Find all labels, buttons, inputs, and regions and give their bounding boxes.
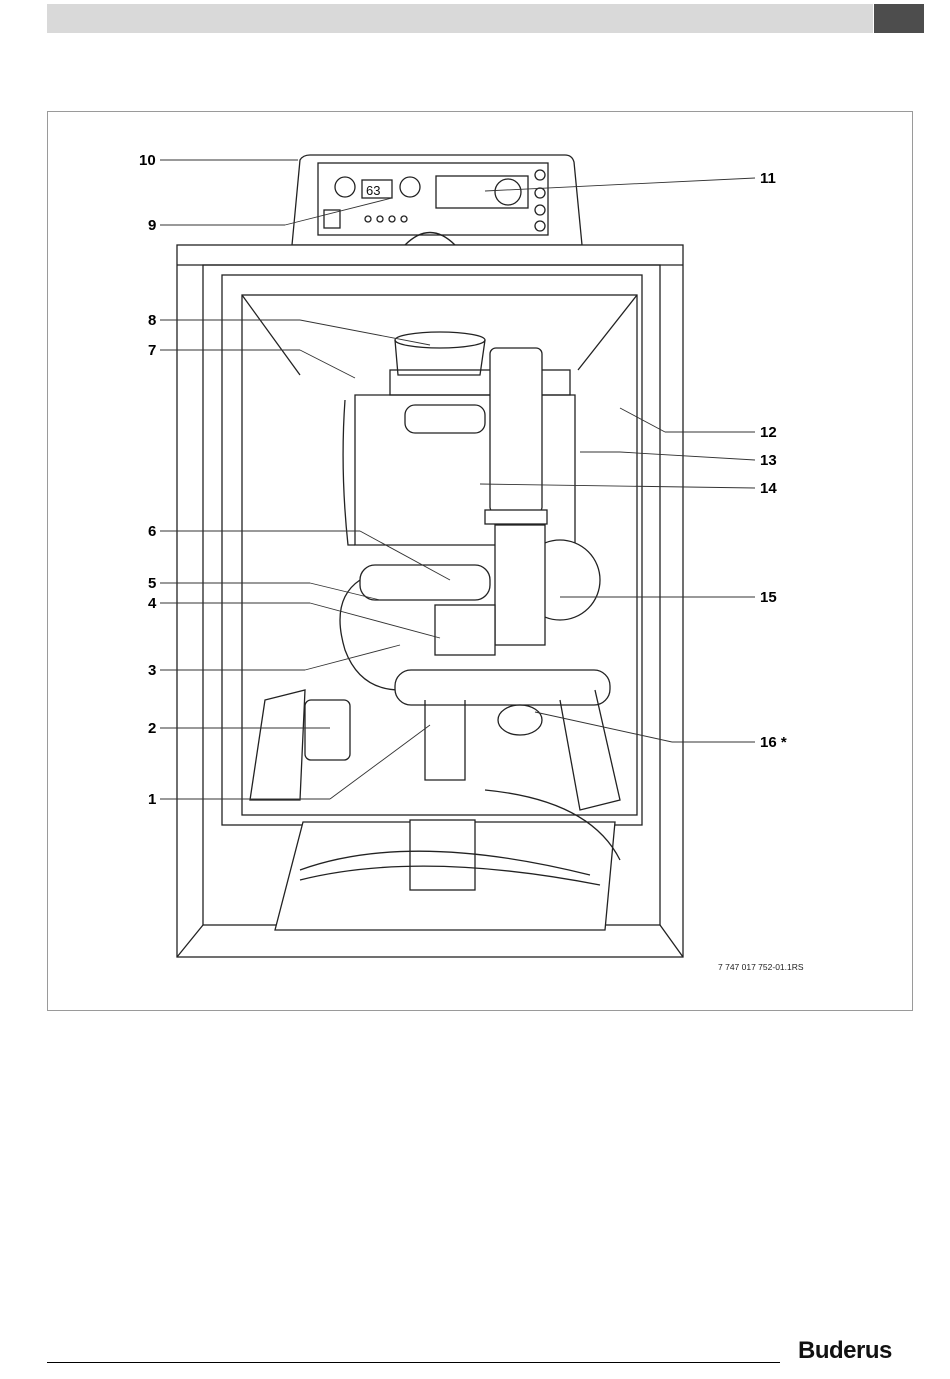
callout-3: 3 [148,662,156,679]
panel-display-value: 63 [366,183,380,198]
figure-code: 7 747 017 752-01.1RS [718,962,804,972]
callout-6: 6 [148,523,156,540]
callout-10: 10 [139,152,156,169]
callout-7: 7 [148,342,156,359]
callout-4: 4 [148,595,156,612]
callout-5: 5 [148,575,156,592]
callout-1: 1 [148,791,156,808]
callout-13: 13 [760,452,777,469]
callout-11: 11 [760,170,776,187]
callout-9: 9 [148,217,156,234]
callout-2: 2 [148,720,156,737]
callout-15: 15 [760,589,777,606]
callout-16: 16 * [760,734,787,751]
callout-12: 12 [760,424,777,441]
brand-logo: Buderus [798,1337,892,1365]
footer-rule [47,1362,780,1363]
callout-14: 14 [760,480,777,497]
callout-8: 8 [148,312,156,329]
